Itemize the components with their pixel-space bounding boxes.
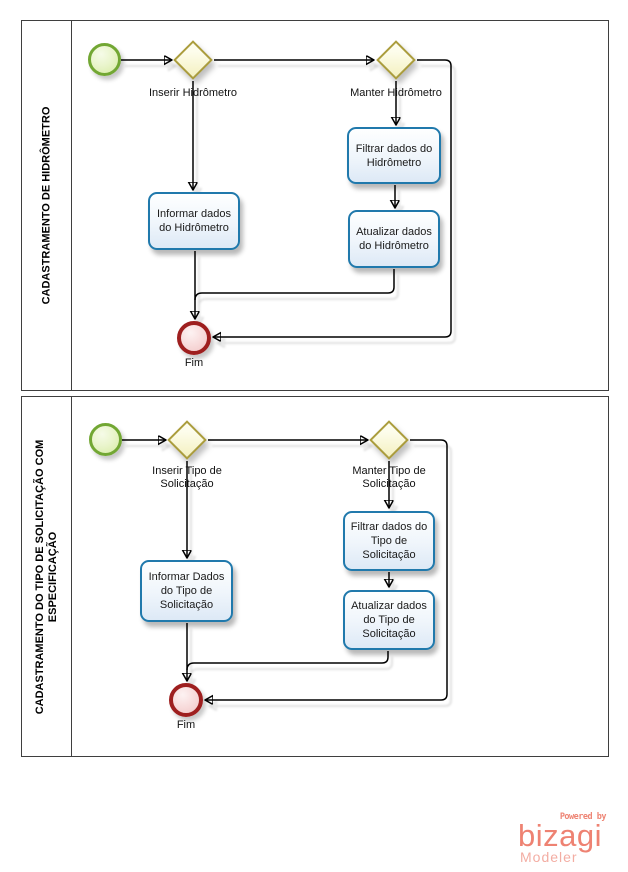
task-label: Filtrar dados do Hidrômetro [355,142,433,169]
task-label: Atualizar dados do Hidrômetro [356,226,432,252]
pool-cadastramento-hidrometro: CADASTRAMENTO DE HIDRÔMETRO [21,20,609,391]
pool2-flows [122,439,448,700]
gateway-manter-tipo-solicitacao[interactable] [369,420,409,460]
lane-label-cell: CADASTRAMENTO DO TIPO DE SOLICITAÇÃO COM… [22,397,72,756]
gateway-diamond-icon [173,40,213,80]
lane-label-cell: CADASTRAMENTO DE HIDRÔMETRO [22,21,72,390]
pool1-flows [121,59,452,337]
task-filtrar-dados-hidrometro[interactable]: Filtrar dados do Hidrômetro [347,127,441,184]
modeler-text: Modeler [520,849,578,865]
task-label: Informar Dados do Tipo de Solicitação [148,571,225,611]
gateway-label: Inserir Hidrômetro [148,87,238,99]
task-label: Atualizar dados do Tipo de Solicitação [351,600,427,640]
gateway-diamond-icon [376,40,416,80]
flow-atualizar-merge [186,651,389,671]
start-event[interactable] [88,43,121,76]
flow-manter-loop-to-fim [213,59,452,337]
task-atualizar-dados-hidrometro[interactable]: Atualizar dados do Hidrômetro [348,210,440,268]
task-atualizar-dados-tipo-solicitacao[interactable]: Atualizar dados do Tipo de Solicitação [343,590,435,650]
gateway-label: Inserir Tipo de Solicitação [152,465,222,490]
task-label: Informar dados do Hidrômetro [157,208,231,234]
bizagi-branding: Powered by bizagi Modeler [518,812,607,865]
gateway-diamond-icon [369,420,409,460]
end-event-label: Fim [184,357,204,369]
task-informar-dados-tipo-solicitacao[interactable]: Informar Dados do Tipo de Solicitação [140,560,233,622]
end-event[interactable] [177,321,211,355]
gateway-label: Manter Hidrômetro [350,87,442,99]
start-event[interactable] [89,423,122,456]
task-filtrar-dados-tipo-solicitacao[interactable]: Filtrar dados do Tipo de Solicitação [343,511,435,571]
bizagi-logo: bizagi [518,818,602,853]
gateway-label: Manter Tipo de Solicitação [352,465,426,490]
end-event[interactable] [169,683,203,717]
flow-atualizar-merge [194,269,395,301]
end-event-label: Fim [176,719,196,731]
flow-manter-loop-to-fim [205,439,448,700]
powered-by-text: Powered by [559,812,607,822]
gateway-inserir-tipo-solicitacao[interactable] [167,420,207,460]
task-informar-dados-hidrometro[interactable]: Informar dados do Hidrômetro [148,192,240,250]
pool-cadastramento-tipo-solicitacao: CADASTRAMENTO DO TIPO DE SOLICITAÇÃO COM… [21,396,609,757]
task-label: Filtrar dados do Tipo de Solicitação [350,521,428,561]
gateway-manter-hidrometro[interactable] [376,40,416,80]
gateway-inserir-hidrometro[interactable] [173,40,213,80]
gateway-diamond-icon [167,420,207,460]
